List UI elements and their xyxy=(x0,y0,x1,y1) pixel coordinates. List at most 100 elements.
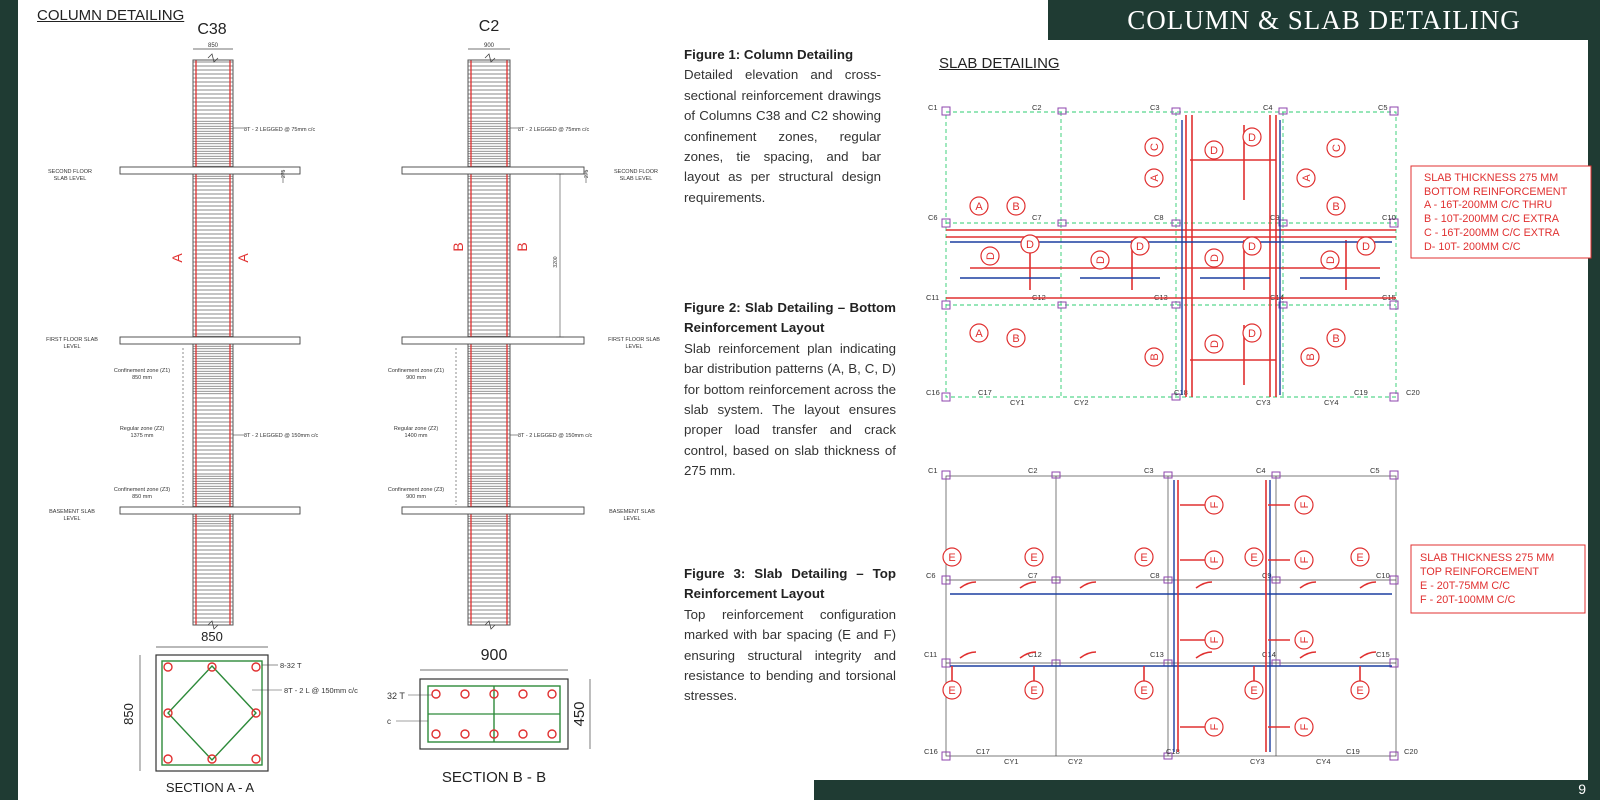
first-floor-label-b: LEVEL xyxy=(63,344,80,350)
c2-first-floor-label-b: LEVEL xyxy=(625,344,642,350)
c38-zone1-label: Confinement zone (Z1) xyxy=(114,368,170,374)
tp-mark-e7: E xyxy=(1030,685,1037,697)
bp-c19: C19 xyxy=(1354,388,1368,397)
tp-c19: C19 xyxy=(1346,747,1360,756)
bottom-legend-line-6: D- 10T- 200MM C/C xyxy=(1424,241,1521,253)
bp-mark-d9: D xyxy=(1325,256,1337,264)
bp-mark-a1: A xyxy=(1149,174,1161,182)
tp-mark-e3: E xyxy=(1140,552,1147,564)
tp-c8: C8 xyxy=(1150,571,1160,580)
tp-cy4: CY4 xyxy=(1316,757,1331,766)
bp-mark-b2: B xyxy=(1332,201,1339,213)
tp-c7: C7 xyxy=(1028,571,1038,580)
bp-c3: C3 xyxy=(1150,103,1160,112)
c2-slab-dim: 275 xyxy=(584,169,590,178)
tp-c11: C11 xyxy=(924,650,937,659)
bottom-legend-line-1: SLAB THICKNESS 275 MM xyxy=(1424,172,1558,184)
section-a-title: SECTION A - A xyxy=(166,780,254,795)
bp-c2: C2 xyxy=(1032,103,1042,112)
c38-zone1-value: 850 mm xyxy=(132,375,152,381)
top-legend-line-1: SLAB THICKNESS 275 MM xyxy=(1420,552,1554,564)
bp-c7: C7 xyxy=(1032,213,1042,222)
tp-c18: C18 xyxy=(1166,747,1180,756)
bp-c20: C20 xyxy=(1406,388,1420,397)
figure-3-body: Top reinforcement configuration marked w… xyxy=(684,606,896,704)
c2-zone2-value: 1400 mm xyxy=(405,433,428,439)
c38-cut-left: A xyxy=(169,253,185,263)
tp-mark-f8: F xyxy=(1299,723,1311,730)
tp-mark-e2: E xyxy=(1030,552,1037,564)
tp-mark-f3: F xyxy=(1209,556,1221,563)
column-detailing-drawing: C38 850 8T - 2 LEGGED @ 75mm c/c 8T - 2 … xyxy=(46,18,660,795)
bp-mark-d10: D xyxy=(1362,241,1370,253)
tp-c20: C20 xyxy=(1404,747,1418,756)
c2-zone1-label: Confinement zone (Z1) xyxy=(388,368,444,374)
bp-c6: C6 xyxy=(928,213,938,222)
bp-mark-d11: D xyxy=(1209,340,1221,348)
c2-first-floor-label-a: FIRST FLOOR SLAB xyxy=(608,337,660,343)
bp-c11: C11 xyxy=(926,293,939,302)
bp-mark-d2: D xyxy=(1210,145,1218,157)
section-b-title: SECTION B - B xyxy=(442,769,546,786)
bp-mark-c2: C xyxy=(1331,144,1343,152)
first-floor-label-a: FIRST FLOOR SLAB xyxy=(46,337,98,343)
tp-c16: C16 xyxy=(924,747,938,756)
section-b-bars: 32 T xyxy=(387,691,405,701)
tp-mark-f6: F xyxy=(1299,636,1311,643)
c38-cut-right: A xyxy=(235,253,251,263)
c2-tie-top-label: 8T - 2 LEGGED @ 75mm c/c xyxy=(518,127,589,133)
c2-zone3-label: Confinement zone (Z3) xyxy=(388,487,444,493)
figure-1-title: Figure 1: Column Detailing xyxy=(684,47,854,62)
c38-zone2-value: 1375 mm xyxy=(131,433,154,439)
section-b-depth: 450 xyxy=(571,701,588,726)
c2-zone1-value: 900 mm xyxy=(406,375,426,381)
tp-mark-e1: E xyxy=(948,552,955,564)
top-reinforcement-legend: SLAB THICKNESS 275 MM TOP REINFORCEMENT … xyxy=(1410,544,1586,614)
figure-2-title: Figure 2: Slab Detailing – Bottom Reinfo… xyxy=(684,300,896,336)
figure-2-description: Figure 2: Slab Detailing – Bottom Reinfo… xyxy=(684,298,896,482)
tp-c15: C15 xyxy=(1376,650,1390,659)
c38-zone3-value: 850 mm xyxy=(132,494,152,500)
tp-c17: C17 xyxy=(976,747,990,756)
c2-cut-left: B xyxy=(450,242,466,251)
bottom-legend-line-5: C - 16T-200MM C/C EXTRA xyxy=(1424,227,1560,239)
bp-cy2: CY2 xyxy=(1074,398,1089,407)
tp-mark-f5: F xyxy=(1209,636,1221,643)
tp-cy2: CY2 xyxy=(1068,757,1083,766)
tp-c10: C10 xyxy=(1376,571,1390,580)
bp-mark-c1: C xyxy=(1149,143,1161,151)
footer-bar: 9 xyxy=(814,780,1600,800)
slab-bottom-plan: C1 C2 C3 C4 C5 C6 C7 C8 C9 C10 C11 C12 C… xyxy=(926,103,1420,407)
c38-slab-dim: 275 xyxy=(281,169,287,178)
bp-cy4: CY4 xyxy=(1324,398,1339,407)
bp-c4: C4 xyxy=(1263,103,1273,112)
bp-cy1: CY1 xyxy=(1010,398,1025,407)
bp-c16: C16 xyxy=(926,388,940,397)
bp-mark-b4: B xyxy=(1149,353,1161,360)
bp-mark-a2: A xyxy=(1301,174,1313,182)
tp-c13: C13 xyxy=(1150,650,1164,659)
top-legend-line-2: TOP REINFORCEMENT xyxy=(1420,566,1539,578)
bp-mark-d1: D xyxy=(1248,132,1256,144)
c2-zone3-value: 900 mm xyxy=(406,494,426,500)
bp-mark-b6: B xyxy=(1332,333,1339,345)
second-floor-label-b: SLAB LEVEL xyxy=(54,176,87,182)
bp-c8: C8 xyxy=(1154,213,1164,222)
column-c38-width: 850 xyxy=(208,43,219,49)
tp-mark-e4: E xyxy=(1250,552,1257,564)
figure-3-title: Figure 3: Slab Detailing – Top Reinforce… xyxy=(684,566,896,602)
section-a-depth: 850 xyxy=(121,703,136,725)
column-detailing-heading: COLUMN DETAILING xyxy=(37,7,185,24)
bp-c1: C1 xyxy=(928,103,938,112)
c38-tie-mid-label: 8T - 2 LEGGED @ 150mm c/c xyxy=(244,433,319,439)
bp-c18: C18 xyxy=(1174,388,1188,397)
top-legend-line-3: E - 20T-75MM C/C xyxy=(1420,580,1510,592)
basement-label-a: BASEMENT SLAB xyxy=(49,509,95,515)
c2-second-floor-label-b: SLAB LEVEL xyxy=(620,176,653,182)
tp-mark-e8: E xyxy=(1140,685,1147,697)
column-c2-width: 900 xyxy=(484,43,495,49)
bp-mark-d4: D xyxy=(1026,239,1034,251)
tp-c2: C2 xyxy=(1028,466,1038,475)
bp-mark-a4: A xyxy=(975,328,983,340)
top-legend-line-4: F - 20T-100MM C/C xyxy=(1420,594,1516,606)
